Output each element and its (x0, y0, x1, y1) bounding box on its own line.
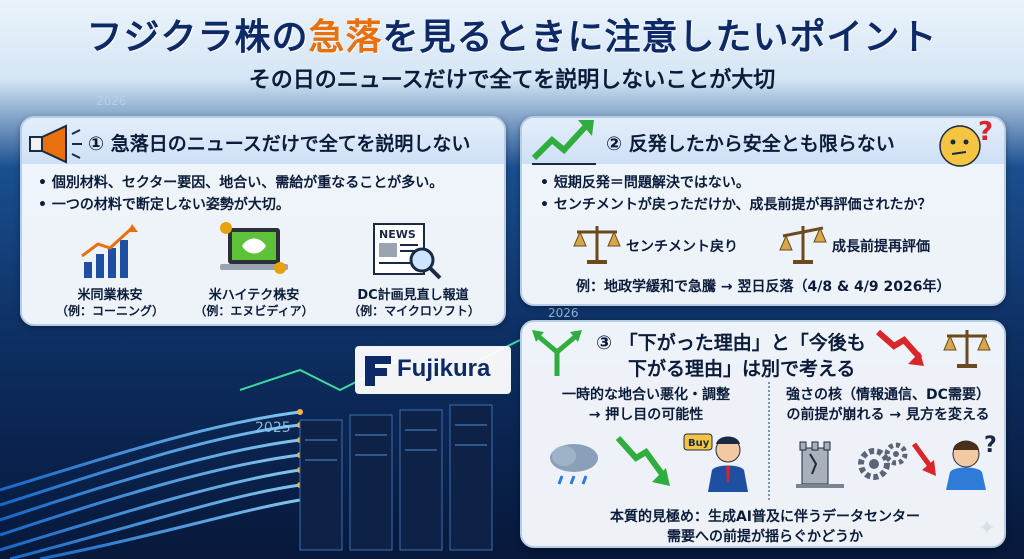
news-word: NEWS (379, 228, 416, 241)
crumbling-tower-icon (796, 441, 844, 488)
branching-arrows-icon (532, 330, 582, 376)
example-sub: （例：コーニング） (55, 304, 164, 318)
sparkle-icon: ✦ (977, 516, 996, 541)
thinking-face-icon: ? (939, 118, 993, 167)
panel-title: ② 反発したから安全とも限らない (606, 133, 895, 155)
left-reason-text: → 押し目の可能性 (588, 407, 704, 423)
title-part1: フジクラ株の (86, 17, 309, 58)
title-highlight: 急落 (308, 17, 383, 58)
example-label: DC計画見直し報道 (357, 288, 469, 303)
example-sub: （例：マイクロソフト） (348, 304, 480, 318)
left-reason-text: 一時的な地合い悪化・調整 (562, 387, 730, 403)
rising-arrow-icon (531, 120, 596, 165)
example-label: 米同業株安 (77, 288, 143, 303)
panel-header (522, 118, 1004, 164)
fiber-optic-illustration (0, 339, 520, 559)
bullet-text: • 短期反発＝問題解決ではない。 (540, 175, 750, 191)
column-divider (768, 382, 770, 500)
panel-point-2: ② 反発したから安全とも限らない ? • 短期反発＝問題解決ではない。 • セン… (520, 116, 1006, 306)
conclusion-text: 本質的見極め：生成AI普及に伴うデータセンター (609, 509, 921, 525)
panel-header (22, 118, 504, 164)
rain-cloud-icon (550, 444, 598, 485)
laptop-chip-icon (220, 222, 288, 274)
news-magnifier-icon: NEWS (373, 223, 442, 280)
rising-bar-chart-icon (81, 224, 138, 278)
panel-title: ③ 「下がった理由」と「今後も (596, 332, 866, 354)
fujikura-logo-mark-icon (365, 356, 391, 386)
example-sub: （例：エヌビディア） (194, 304, 314, 318)
buyer-person-icon: Buy (683, 433, 748, 492)
down-arrow-icon (911, 442, 936, 476)
panel-title: ① 急落日のニュースだけで全てを説明しない (88, 133, 471, 155)
svg-text:?: ? (984, 433, 997, 458)
balance-scale-icon (573, 226, 621, 264)
page-subtitle: その日のニュースだけで全てを説明しないことが大切 (248, 68, 776, 93)
balance-scale-icon (779, 226, 827, 264)
background-year-label: 2026 (96, 94, 127, 108)
bullet-text: • 個別材料、セクター要因、地合い、需給が重なることが多い。 (38, 175, 444, 191)
title-part2: を見るときに注意したいポイント (382, 17, 938, 58)
panel-example-text: 例：地政学緩和で急騰 → 翌日反落（4/8 & 4/9 2026年） (576, 279, 951, 295)
falling-arrow-icon (876, 329, 924, 366)
panel-point-1: ① 急落日のニュースだけで全てを説明しない • 個別材料、セクター要因、地合い、… (20, 116, 506, 326)
background-year-label: 2026 (548, 306, 579, 320)
right-reason-text: の前提が崩れる → 見方を変える (786, 407, 990, 423)
example-label: 米ハイテク株安 (208, 288, 300, 303)
down-arrow-icon (615, 435, 670, 486)
confused-person-icon: ? (946, 433, 997, 490)
logo-text: Fujikura (397, 355, 491, 382)
scale-label: センチメント戻り (626, 239, 738, 255)
page-title: フジクラ株の急落を見るときに注意したいポイント (0, 8, 1024, 60)
header: フジクラ株の急落を見るときに注意したいポイント その日のニュースだけで全てを説明… (0, 0, 1024, 102)
bullet-text: • 一つの材料で断定しない姿勢が大切。 (38, 197, 290, 213)
fujikura-logo: Fujikura (355, 346, 511, 394)
conclusion-text: 需要への前提が揺らぐかどうか (667, 529, 863, 545)
right-reason-text: 強さの核（情報通信、DC需要） (786, 387, 990, 403)
scale-label: 成長前提再評価 (832, 239, 930, 255)
balance-scale-icon (943, 330, 991, 368)
panel-title: 下がる理由」は別で考える (628, 358, 856, 380)
gears-icon (858, 442, 908, 480)
buy-sign-text: Buy (688, 438, 710, 449)
bullet-text: • センチメントが戻っただけか、成長前提が再評価されたか？ (540, 197, 932, 213)
megaphone-icon (29, 124, 82, 164)
svg-text:?: ? (978, 118, 993, 147)
panel-point-3: ③ 「下がった理由」と「今後も 下がる理由」は別で考える 一時的な地合い悪化・調… (520, 320, 1006, 548)
